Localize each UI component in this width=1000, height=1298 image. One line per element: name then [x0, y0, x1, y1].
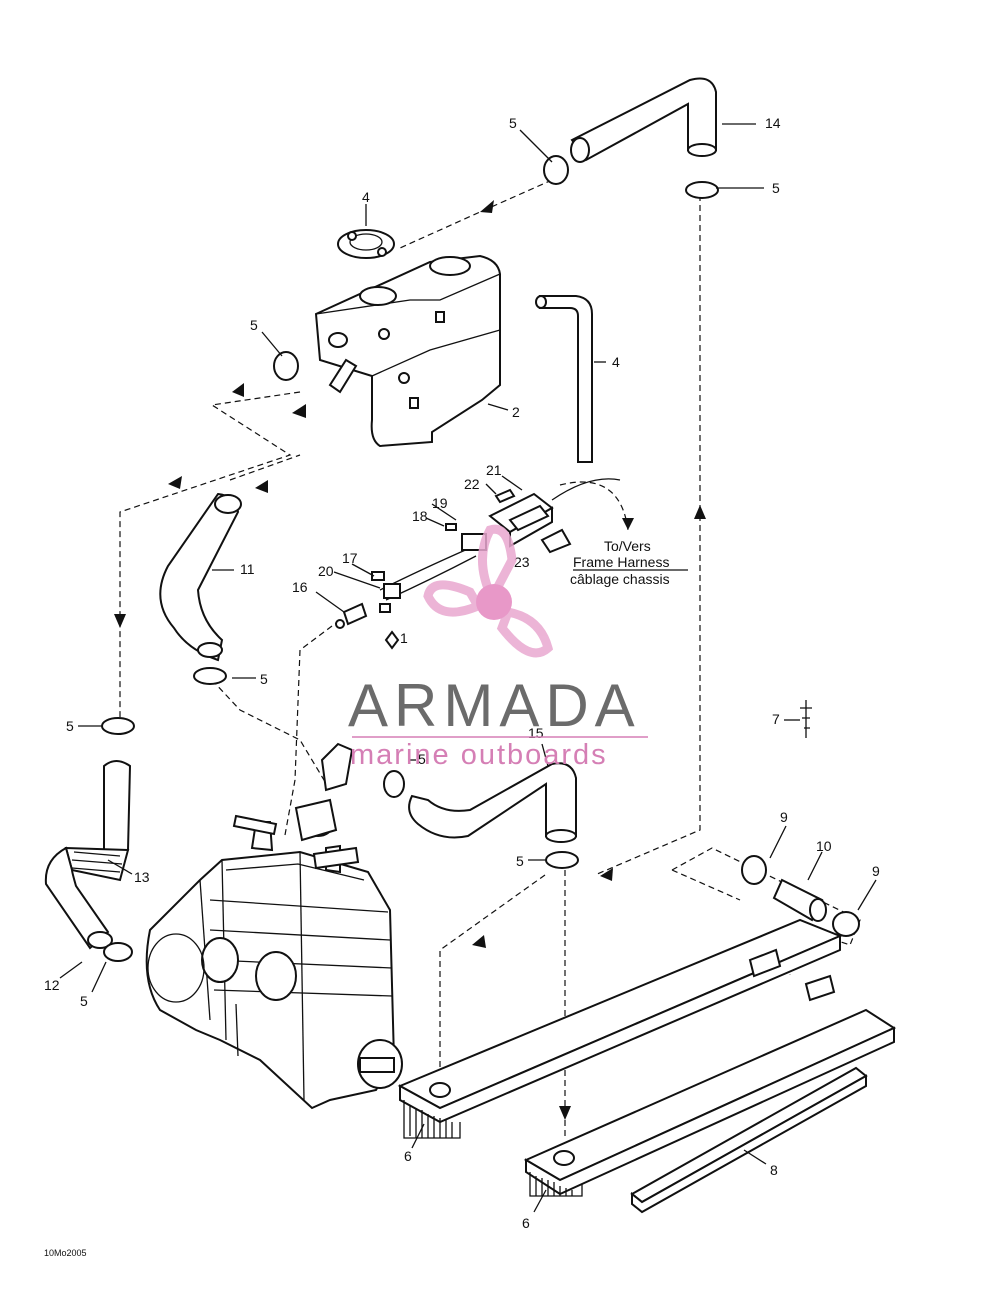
flow-arrows — [114, 200, 706, 1120]
hose-13 — [64, 760, 132, 882]
drawing-code: 10Mo2005 — [44, 1248, 87, 1258]
overflow-hose-4 — [535, 295, 593, 463]
flow-arrow-2 — [694, 505, 706, 519]
flow-arrow-3 — [232, 383, 244, 397]
hose-clamp-9-a — [741, 855, 767, 885]
hose-clamp-5-b — [685, 181, 719, 199]
propeller-logo-icon — [423, 524, 554, 658]
flow-arrow-4 — [292, 404, 306, 418]
hose-clamp-5-e — [101, 717, 135, 735]
callout-5: 5 — [260, 671, 268, 687]
callout-9: 9 — [872, 863, 880, 879]
harness-note-line-3: câblage chassis — [570, 571, 670, 587]
flow-arrow-7 — [114, 614, 126, 628]
callout-3: 4 — [362, 189, 370, 205]
heat-exchanger-left-6 — [397, 918, 843, 1139]
hose-clamp-9-b — [832, 911, 860, 937]
callout-18: 18 — [412, 508, 428, 524]
hose-15 — [408, 762, 577, 843]
flow-arrow-1 — [480, 200, 494, 213]
callout-1: 1 — [400, 630, 408, 646]
flow-arrow-6 — [255, 480, 268, 493]
callout-22: 22 — [464, 476, 480, 492]
callout-11: 11 — [240, 561, 255, 577]
hose-clamp-5-h — [103, 942, 133, 962]
hose-clamp-5-c — [273, 351, 299, 381]
hose-clamp-5-d — [193, 667, 227, 685]
callout-9: 9 — [780, 809, 788, 825]
anode-7 — [800, 700, 812, 738]
callout-23: 23 — [514, 554, 530, 570]
callout-6: 6 — [404, 1148, 412, 1164]
callout-7: 7 — [772, 711, 780, 727]
watermark-name: ARMADA — [348, 672, 641, 739]
flow-arrow-5 — [168, 476, 182, 489]
coolant-reservoir-2 — [314, 254, 501, 448]
callout-12: 12 — [44, 977, 60, 993]
pressure-cap-3 — [337, 229, 395, 259]
callout-6: 6 — [522, 1215, 530, 1231]
connector-hose-10 — [772, 878, 827, 922]
callout-10: 10 — [816, 838, 832, 854]
callout-8: 8 — [770, 1162, 778, 1178]
thermostat-housing — [294, 742, 354, 842]
callout-5: 5 — [516, 853, 524, 869]
callout-13: 13 — [134, 869, 150, 885]
callout-5: 5 — [772, 180, 780, 196]
callout-4: 4 — [612, 354, 620, 370]
engine-block — [145, 814, 403, 1110]
callout-labels: 14 5 5 4 5 4 2 21 22 19 18 23 17 20 16 1… — [44, 115, 880, 1231]
flow-arrow-9 — [600, 868, 613, 881]
hose-clamp-5-g — [545, 851, 579, 869]
callout-16: 16 — [292, 579, 308, 595]
callout-14: 14 — [765, 115, 781, 131]
harness-note-line-2: Frame Harness — [573, 554, 669, 570]
watermark-tagline: marine outboards — [350, 739, 608, 771]
callout-5: 5 — [418, 751, 426, 767]
flow-arrow-8 — [559, 1106, 571, 1120]
callout-5: 5 — [509, 115, 517, 131]
callout-5: 5 — [250, 317, 258, 333]
callout-5: 5 — [66, 718, 74, 734]
callout-2: 2 — [512, 404, 520, 420]
mounting-rail-8 — [630, 1066, 868, 1214]
temperature-sensor-harness — [335, 478, 621, 650]
flow-arrow-10 — [472, 935, 486, 948]
callout-19: 19 — [432, 495, 448, 511]
leader-lines — [59, 123, 877, 1213]
hose-clamps — [101, 155, 860, 962]
callout-21: 21 — [486, 462, 502, 478]
hose-clamp-5-f — [383, 770, 405, 798]
heat-exchanger-right-6 — [523, 974, 897, 1197]
callout-17: 17 — [342, 550, 358, 566]
callout-5: 5 — [80, 993, 88, 1009]
hose-11 — [159, 492, 242, 662]
frame-harness-note: To/Vers Frame Harness câblage chassis — [570, 538, 688, 587]
harness-note-line-1: To/Vers — [604, 538, 651, 554]
upper-hose-14 — [570, 77, 717, 163]
flow-arrow-11 — [622, 518, 634, 530]
hose-clamp-5-a — [543, 155, 569, 185]
hose-12 — [44, 846, 113, 950]
armada-watermark: ARMADA marine outboards — [348, 524, 648, 771]
callout-20: 20 — [318, 563, 334, 579]
